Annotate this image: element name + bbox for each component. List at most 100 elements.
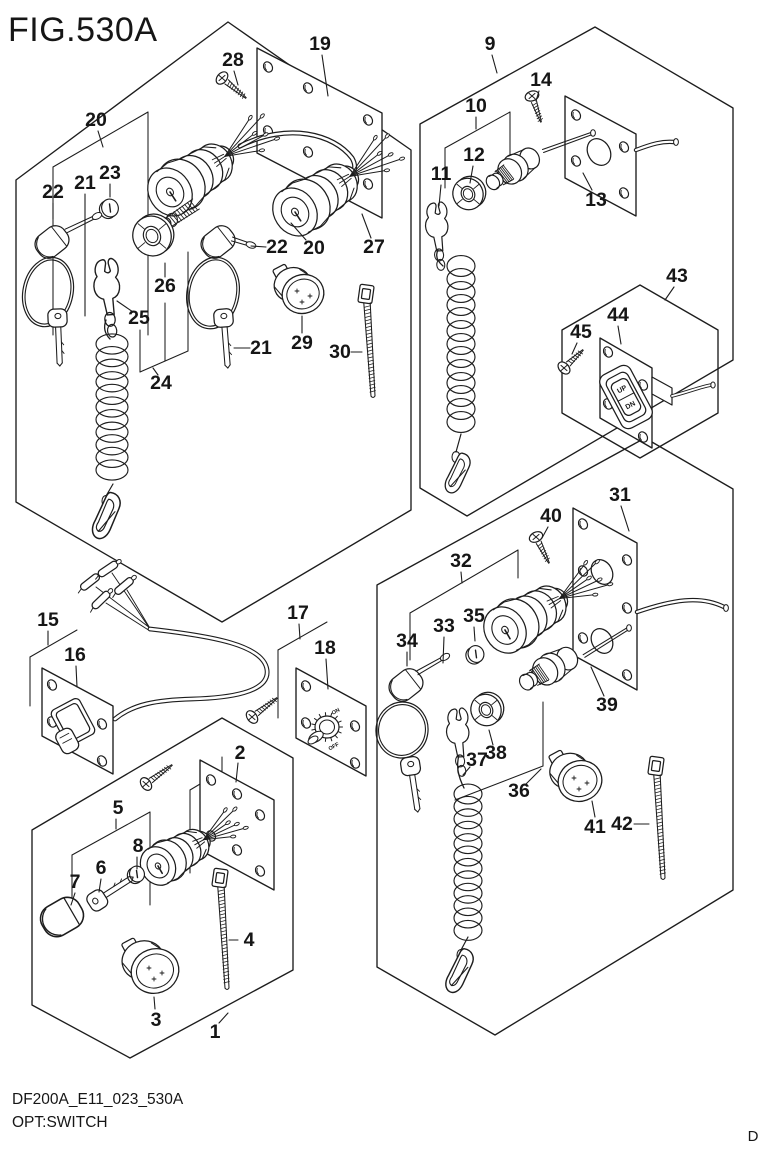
screw-thread (267, 701, 273, 706)
screw-thread (543, 555, 549, 560)
callout-11: 11 (431, 163, 452, 185)
leader-line (290, 222, 307, 241)
wire-tip (222, 807, 228, 813)
tie-tooth (222, 957, 229, 960)
wire (349, 135, 388, 177)
switch-edge (307, 225, 322, 233)
thread (534, 666, 546, 682)
tie-tooth (366, 342, 373, 345)
thread (173, 211, 183, 222)
hole-curl (579, 520, 582, 528)
hole-curl (623, 671, 626, 679)
wire-tip (607, 582, 614, 587)
tie-tip (660, 877, 666, 881)
bracket-line (444, 111, 511, 149)
key-cap-mid (200, 225, 236, 259)
shape (647, 755, 665, 777)
screw-thread (567, 360, 573, 364)
screw-thread (536, 115, 543, 120)
cord (436, 249, 444, 267)
tie-tooth (658, 845, 665, 848)
switch-edge (177, 869, 187, 879)
wire-bundle (546, 596, 559, 602)
switch-bezel (491, 615, 519, 645)
cap-edge (122, 962, 133, 975)
screw-thread (155, 773, 160, 778)
switch-bezel (280, 196, 310, 228)
blade (56, 362, 61, 367)
shape (360, 287, 372, 301)
switch-edge (167, 877, 179, 884)
plate-hole (302, 82, 314, 94)
screw-thread (159, 770, 165, 775)
coil-loop (453, 795, 483, 817)
hole-curl (364, 116, 367, 124)
plate-hole (618, 141, 630, 153)
wire-bundle (194, 839, 204, 846)
tie-tooth (655, 797, 662, 800)
terminal-tail (90, 607, 94, 613)
tie-tooth (658, 848, 665, 851)
leader-line (488, 729, 494, 746)
coil-loop (446, 255, 476, 277)
thread (498, 168, 510, 183)
tie-tooth (657, 828, 664, 831)
tie-tip (370, 395, 376, 399)
callout-15: 15 (37, 609, 59, 631)
switch-edge (185, 863, 195, 871)
tie-tooth (657, 831, 664, 834)
plate-hole (349, 757, 361, 769)
bracket-line (454, 765, 544, 801)
switch-edge (522, 166, 536, 180)
wire-tip (592, 592, 599, 597)
key-ring (375, 701, 429, 759)
screw-shaft (224, 83, 247, 99)
screw-shaft (151, 764, 173, 784)
plate-hole (231, 788, 243, 800)
leader-line (664, 286, 675, 301)
harness-wire (126, 589, 152, 631)
plate-hole (577, 518, 589, 530)
wire-end (673, 138, 679, 146)
wire (349, 152, 381, 177)
leader-line (442, 636, 445, 664)
callout-7: 7 (70, 871, 81, 893)
leader-line (70, 892, 76, 906)
callout-22: 22 (266, 236, 288, 258)
wire (224, 117, 251, 157)
key-ring (21, 256, 75, 328)
callout-34: 34 (396, 630, 418, 652)
screw-thread (258, 707, 264, 713)
toggle-switch-16 (50, 697, 96, 755)
switch-edge (176, 830, 188, 837)
plate-hole (96, 755, 108, 767)
tie-tooth (656, 821, 663, 824)
wire (558, 577, 590, 600)
screw-thread (541, 550, 547, 555)
wire-tip (259, 113, 265, 119)
notch (119, 878, 122, 883)
plate-hole (621, 602, 633, 614)
switch-edge (167, 835, 178, 841)
coil-loop (95, 383, 129, 406)
switch-edge (557, 609, 564, 622)
callout-27: 27 (363, 236, 385, 258)
tie-tooth (221, 940, 228, 943)
rod (543, 133, 594, 154)
cap-ridge (51, 226, 67, 247)
callout-42: 42 (611, 813, 633, 835)
hole-curl (304, 148, 307, 156)
hook-body (444, 452, 471, 494)
switch-edge (214, 178, 226, 189)
hole-curl (572, 157, 575, 165)
switch-edge (547, 620, 559, 629)
rocker-dn-label: DN (625, 400, 637, 411)
tie-tooth (659, 872, 666, 875)
keyhole-slot (294, 211, 302, 222)
tie-tooth (221, 943, 228, 946)
leader-line (298, 623, 301, 640)
blade (55, 326, 58, 364)
edge (488, 173, 495, 177)
key-6 (86, 876, 134, 912)
callout-24: 24 (150, 372, 172, 394)
